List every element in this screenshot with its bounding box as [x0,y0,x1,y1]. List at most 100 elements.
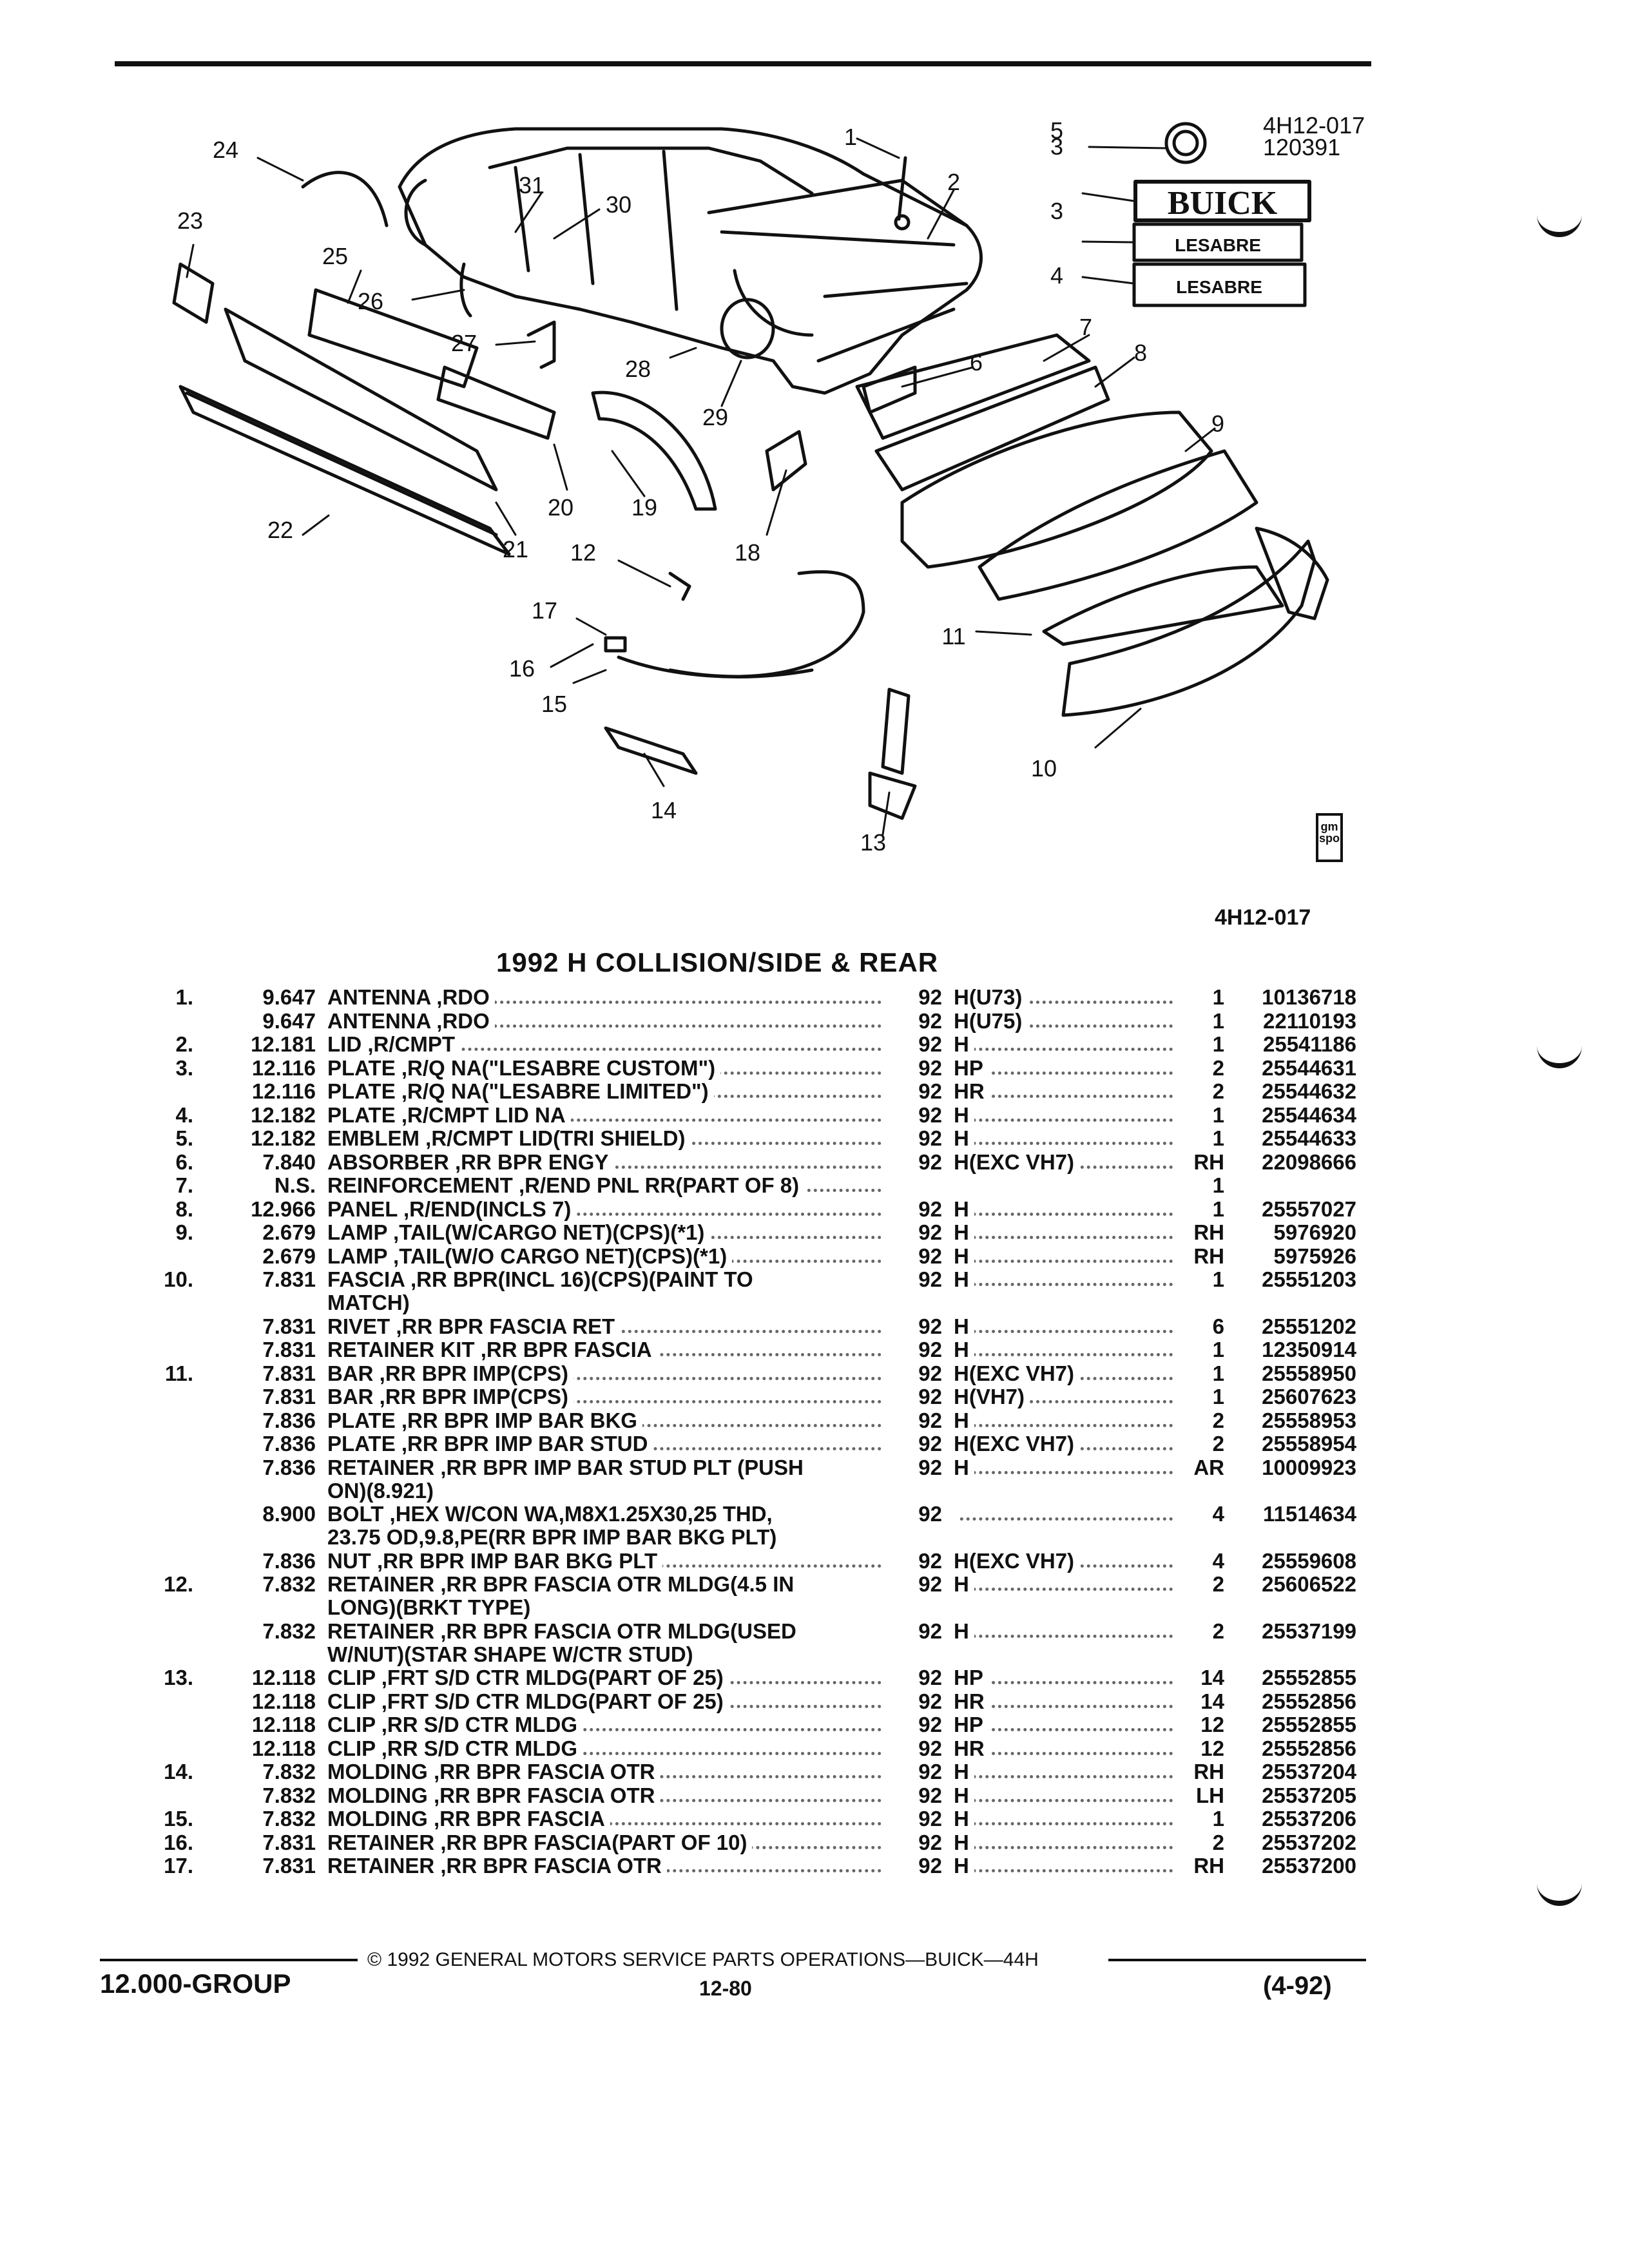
part-description-continued: LONG)(BRKT TYPE) [327,1596,531,1619]
quantity: AR [1193,1455,1224,1479]
item-number: 16. [164,1830,193,1854]
footer-copyright: © 1992 GENERAL MOTORS SERVICE PARTS OPER… [367,1949,1039,1970]
series-code-text: H [954,1619,974,1643]
part-description: CLIP ,FRT S/D CTR MLDG(PART OF 25) [327,1666,882,1689]
quantity: 1 [1212,985,1224,1009]
callout-number: 2 [947,169,960,195]
series-code: H(EXC VH7) [954,1361,1173,1385]
series-code-text: H [954,1244,974,1268]
callout-number: 20 [548,494,574,521]
part-description-text: REINFORCEMENT ,R/END PNL RR(PART OF 8) [327,1174,805,1197]
part-description-text: CLIP ,FRT S/D CTR MLDG(PART OF 25) [327,1689,729,1713]
series-code-text: H(EXC VH7) [954,1549,1080,1573]
part-number: 25537200 [1262,1854,1356,1878]
group-number: 12.118 [251,1689,316,1713]
quantity: RH [1193,1149,1224,1174]
leader-dots [954,1212,1173,1216]
leader-dots [954,1118,1173,1122]
series-code: H [954,1127,1173,1150]
series-code-text [954,1503,959,1526]
series-code-text: HP [954,1666,988,1689]
series-code: H [954,1783,1173,1807]
part-description: RIVET ,RR BPR FASCIA RET [327,1314,882,1338]
table-row: 12.118 CLIP ,FRT S/D CTR MLDG(PART OF 25)… [0,1689,1629,1715]
binder-mark [1537,1881,1582,1906]
model-year: 92 [918,1361,942,1385]
rear-parts-illustration [855,333,1329,717]
part-number: 22098666 [1262,1149,1356,1174]
part-number: 25552856 [1262,1689,1356,1713]
callout-number: 27 [451,330,477,356]
group-number: 7.836 [262,1432,316,1456]
part-description-text: ABSORBER ,RR BPR ENGY [327,1150,614,1174]
part-number: 25607623 [1262,1385,1356,1408]
table-row: 8.900 BOLT ,HEX W/CON WA,M8X1.25X30,25 TH… [0,1503,1629,1527]
model-year: 92 [918,1032,942,1056]
part-description-continued: ON)(8.921) [327,1479,434,1503]
model-year: 92 [918,1196,942,1221]
part-description: MOLDING ,RR BPR FASCIA OTR [327,1760,882,1783]
leader-dots [954,1798,1173,1802]
series-code [954,1503,1173,1526]
part-description-text: CLIP ,RR S/D CTR MLDG [327,1713,583,1736]
part-description-text: RETAINER ,RR BPR FASCIA OTR [327,1854,667,1878]
part-number: 25537202 [1262,1830,1356,1854]
series-code: H(U73) [954,986,1173,1009]
table-row-continuation: 23.75 OD,9.8,PE(RR BPR IMP BAR BKG PLT) [0,1526,1629,1550]
part-description-text: MOLDING ,RR BPR FASCIA OTR [327,1760,660,1783]
diagram-code-line: 120391 [1263,134,1341,160]
series-code-text: H [954,1456,974,1479]
callout-number: 30 [606,191,631,218]
quantity: 1 [1212,1126,1224,1150]
quantity: 2 [1212,1055,1224,1080]
part-description: CLIP ,FRT S/D CTR MLDG(PART OF 25) [327,1689,882,1713]
footer-date: (4-92) [1263,1972,1332,2000]
part-description-text: ANTENNA ,RDO [327,986,495,1009]
model-year: 92 [918,1736,942,1760]
item-number: 5. [175,1126,193,1150]
series-code-text: H [954,1221,974,1244]
item-number: 12. [164,1572,193,1596]
top-rule [115,61,1371,66]
group-number: 7.831 [262,1338,316,1361]
callout-number: 14 [651,797,677,823]
part-description: MOLDING ,RR BPR FASCIA [327,1807,882,1831]
item-number: 6. [175,1149,193,1174]
group-number: 8.900 [262,1502,316,1526]
part-description-text: EMBLEM ,R/CMPT LID(TRI SHIELD) [327,1127,691,1150]
model-year: 92 [918,1385,942,1408]
quantity: RH [1193,1760,1224,1783]
quantity: 1 [1212,1102,1224,1127]
part-description: RETAINER ,RR BPR FASCIA OTR [327,1854,882,1878]
series-code: H [954,1854,1173,1878]
leader-dots [954,1142,1173,1145]
item-number: 7. [175,1173,193,1197]
series-code-text: H [954,1831,974,1854]
group-number: 7.836 [262,1548,316,1573]
model-year: 92 [918,1760,942,1783]
part-description: BOLT ,HEX W/CON WA,M8X1.25X30,25 THD, [327,1503,882,1526]
model-year: 92 [918,1619,942,1643]
group-number: 9.647 [262,985,316,1009]
group-number: 12.182 [251,1126,316,1150]
part-description-text: LAMP ,TAIL(W/O CARGO NET)(CPS)(*1) [327,1244,733,1268]
part-description: RETAINER KIT ,RR BPR FASCIA [327,1338,882,1361]
table-row-continuation: W/NUT)(STAR SHAPE W/CTR STUD) [0,1643,1629,1667]
part-description: MOLDING ,RR BPR FASCIA OTR [327,1783,882,1807]
series-code: H [954,1197,1173,1221]
side-parts-illustration [172,171,917,820]
footer-group: 12.000-GROUP [100,1968,291,1999]
series-code-text: H [954,1127,974,1150]
group-number: 9.647 [262,1008,316,1033]
group-number: 7.840 [262,1149,316,1174]
